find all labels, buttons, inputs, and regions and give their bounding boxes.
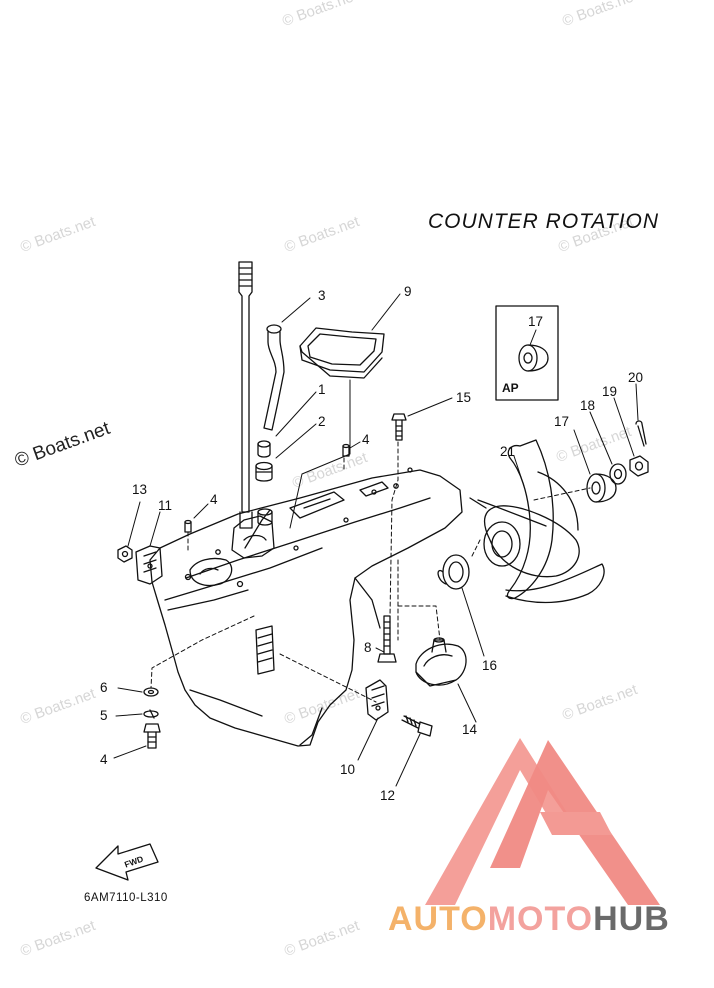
propeller-21 [469,439,605,604]
seal-ring-16 [437,554,470,590]
ap-inset-box [495,305,559,401]
leader-lines [113,293,639,787]
gasket [299,327,385,379]
callout-19: 19 [602,384,617,399]
callout-17: 17 [528,314,543,329]
callout-labels: 3 9 1 2 4 4 15 13 11 6 5 4 8 10 12 14 16… [100,284,643,870]
drive-shaft [238,261,253,529]
lower-casing [149,467,463,747]
callout-20: 20 [628,370,643,385]
washer-7 [143,687,159,697]
spacer-17-ap [518,344,549,372]
brand-part-auto: AUTO [388,900,488,938]
logo-mark [425,738,660,905]
callout-15: 15 [456,390,471,405]
callout-13: 13 [132,482,147,497]
nut-19 [629,455,649,477]
callout-6: 5 [100,708,108,723]
bolt-8 [377,615,397,663]
spring-washer-6 [143,709,159,719]
anode-10 [365,679,389,721]
callout-17: 17 [554,414,569,429]
brand-logo-text: AUTOMOTOHUB [388,900,670,939]
brand-part-hub: HUB [593,900,670,938]
water-tube [263,324,285,431]
washer-18 [609,463,627,485]
fwd-arrow-icon [95,843,159,881]
callout-4: 4 [210,492,218,507]
callout-3: 3 [318,288,326,303]
callout-9: 9 [404,284,412,299]
cotter-pin-20 [635,420,647,447]
bolt-15 [391,413,407,441]
brand-part-moto: MOTO [487,900,594,938]
callout-21: 21 [500,444,515,459]
ap-label: AP [502,381,519,395]
nut-13 [117,545,133,563]
callout-2: 2 [318,414,326,429]
seal [255,461,273,526]
bolt-12 [401,715,433,737]
callout-1: 1 [318,382,326,397]
callout-7: 6 [100,680,108,695]
callout-5: 4 [100,752,108,767]
reference-code: 6AM7110-L310 [84,892,168,904]
callout-18: 18 [580,398,595,413]
trim-tab-14 [415,637,467,687]
grommet [257,440,271,458]
assembly-lines [150,441,591,703]
callout-10: 10 [340,762,355,777]
anode-11 [135,545,163,585]
callout-16: 16 [482,658,497,673]
diagram-title: COUNTER ROTATION [428,210,660,233]
callout-14: 14 [462,722,478,737]
callout-11: 11 [158,498,172,513]
callout-8: 8 [364,640,372,655]
callout-4: 4 [362,432,370,447]
spacer-17 [586,473,617,503]
bolt-5 [143,723,161,749]
callout-12: 12 [380,788,395,803]
